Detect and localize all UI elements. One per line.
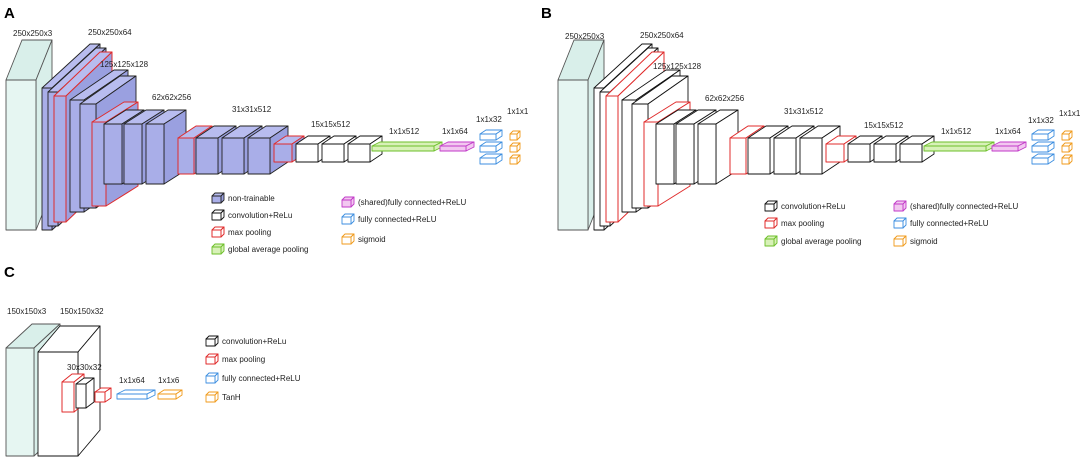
legend-a-conv: convolution+ReLu xyxy=(228,211,292,220)
b-sigmoid3-block xyxy=(1061,154,1073,165)
legend-b-conv-icon xyxy=(764,200,778,212)
b-fc1-block xyxy=(1031,129,1055,141)
legend-b-gap-icon xyxy=(764,235,778,247)
panel-a-input-dim: 250x250x3 xyxy=(13,29,53,38)
legend-b-shared-fc-icon xyxy=(893,200,907,212)
panel-a-conv1-dim: 250x250x64 xyxy=(88,28,132,37)
panel-a-conv5-dim: 15x15x512 xyxy=(311,120,351,129)
panel-a-shared-fc-dim: 1x1x64 xyxy=(442,127,468,136)
panel-c: C 150x150x3 150x150x32 30x30x32 1x1x64 1… xyxy=(4,264,301,457)
panel-b-gap-dim: 1x1x512 xyxy=(941,127,972,136)
a-fc2-block xyxy=(479,141,503,153)
panel-b-conv4-dim: 31x31x512 xyxy=(784,107,824,116)
panel-b-shared-fc-dim: 1x1x64 xyxy=(995,127,1021,136)
legend-c-tanh: TanH xyxy=(222,393,241,402)
panel-a: A 250x250x3 250x250x64 125x125x128 62x62… xyxy=(4,5,529,255)
a-gap-block xyxy=(371,141,443,152)
c-fc-block xyxy=(116,389,156,400)
panel-b-legend: convolution+ReLu max pooling global aver… xyxy=(781,202,1019,246)
panel-b-conv3-dim: 62x62x256 xyxy=(705,94,745,103)
legend-b-max-pool-icon xyxy=(764,217,778,229)
legend-b-sigmoid: sigmoid xyxy=(910,237,938,246)
legend-c-max-pool-icon xyxy=(205,353,219,365)
panel-a-legend: non-trainable convolution+ReLu max pooli… xyxy=(228,194,467,254)
legend-a-conv-icon xyxy=(211,209,225,221)
legend-a-sigmoid-icon xyxy=(341,233,355,245)
legend-a-fc: fully connected+ReLU xyxy=(358,215,437,224)
panel-a-fc-dim: 1x1x32 xyxy=(476,115,502,124)
b-gap-block xyxy=(923,141,995,152)
panel-c-blocks xyxy=(5,323,219,457)
c-pool2-block xyxy=(94,387,112,403)
panel-a-conv3-dim: 62x62x256 xyxy=(152,93,192,102)
panel-a-letter: A xyxy=(4,5,15,22)
panel-c-letter: C xyxy=(4,264,15,281)
a-shared-fc-block xyxy=(439,141,475,152)
panel-b-conv2-dim: 125x125x128 xyxy=(653,62,702,71)
a-sigmoid2-block xyxy=(509,142,521,153)
legend-b-gap: global average pooling xyxy=(781,237,862,246)
panel-a-conv2-dim: 125x125x128 xyxy=(100,60,149,69)
b-fc2-block xyxy=(1031,141,1055,153)
panel-b-input-dim: 250x250x3 xyxy=(565,32,605,41)
b-sigmoid2-block xyxy=(1061,142,1073,153)
panel-c-fc-dim: 1x1x64 xyxy=(119,376,145,385)
legend-c-fc-icon xyxy=(205,372,219,384)
legend-b-fc-icon xyxy=(893,217,907,229)
panel-c-pool-dim: 30x30x32 xyxy=(67,363,102,372)
legend-a-shared-fc-icon xyxy=(341,196,355,208)
panel-c-output-dim: 1x1x6 xyxy=(158,376,180,385)
c-conv2-block xyxy=(75,377,95,409)
panel-c-legend: convolution+ReLu max pooling fully conne… xyxy=(222,337,301,402)
panel-b-blocks xyxy=(557,39,1073,247)
legend-a-shared-fc: (shared)fully connected+ReLU xyxy=(358,198,467,207)
panel-a-gap-dim: 1x1x512 xyxy=(389,127,420,136)
a-fc3-block xyxy=(479,153,503,165)
legend-c-max-pool: max pooling xyxy=(222,355,265,364)
panel-b: B 250x250x3 250x250x64 125x125x128 62x62… xyxy=(541,5,1081,247)
legend-b-max-pool: max pooling xyxy=(781,219,824,228)
panel-a-conv4-dim: 31x31x512 xyxy=(232,105,272,114)
a-fc1-block xyxy=(479,129,503,141)
c-tanh-block xyxy=(157,389,183,400)
legend-b-shared-fc: (shared)fully connected+ReLU xyxy=(910,202,1019,211)
legend-a-non-trainable: non-trainable xyxy=(228,194,275,203)
panel-c-conv-dim: 150x150x32 xyxy=(60,307,104,316)
panel-b-conv5-dim: 15x15x512 xyxy=(864,121,904,130)
a-sigmoid1-block xyxy=(509,130,521,141)
legend-a-non-trainable-icon xyxy=(211,192,225,204)
legend-a-max-pool-icon xyxy=(211,226,225,238)
panel-b-letter: B xyxy=(541,5,552,22)
legend-a-fc-icon xyxy=(341,213,355,225)
b-fc3-block xyxy=(1031,153,1055,165)
panel-b-conv1-dim: 250x250x64 xyxy=(640,31,684,40)
panel-c-input-dim: 150x150x3 xyxy=(7,307,47,316)
legend-a-sigmoid: sigmoid xyxy=(358,235,386,244)
legend-a-max-pool: max pooling xyxy=(228,228,271,237)
legend-a-gap-icon xyxy=(211,243,225,255)
panel-b-output-dim: 1x1x1 xyxy=(1059,109,1081,118)
b-shared-fc-block xyxy=(991,141,1027,152)
legend-b-conv: convolution+ReLu xyxy=(781,202,845,211)
legend-c-fc: fully connected+ReLU xyxy=(222,374,301,383)
legend-b-sigmoid-icon xyxy=(893,235,907,247)
legend-c-conv-icon xyxy=(205,335,219,347)
panel-a-output-dim: 1x1x1 xyxy=(507,107,529,116)
panel-b-fc-dim: 1x1x32 xyxy=(1028,116,1054,125)
legend-b-fc: fully connected+ReLU xyxy=(910,219,989,228)
legend-a-gap: global average pooling xyxy=(228,245,309,254)
legend-c-tanh-icon xyxy=(205,391,219,403)
b-sigmoid1-block xyxy=(1061,130,1073,141)
legend-c-conv: convolution+ReLu xyxy=(222,337,286,346)
a-sigmoid3-block xyxy=(509,154,521,165)
panel-a-blocks xyxy=(5,39,521,255)
